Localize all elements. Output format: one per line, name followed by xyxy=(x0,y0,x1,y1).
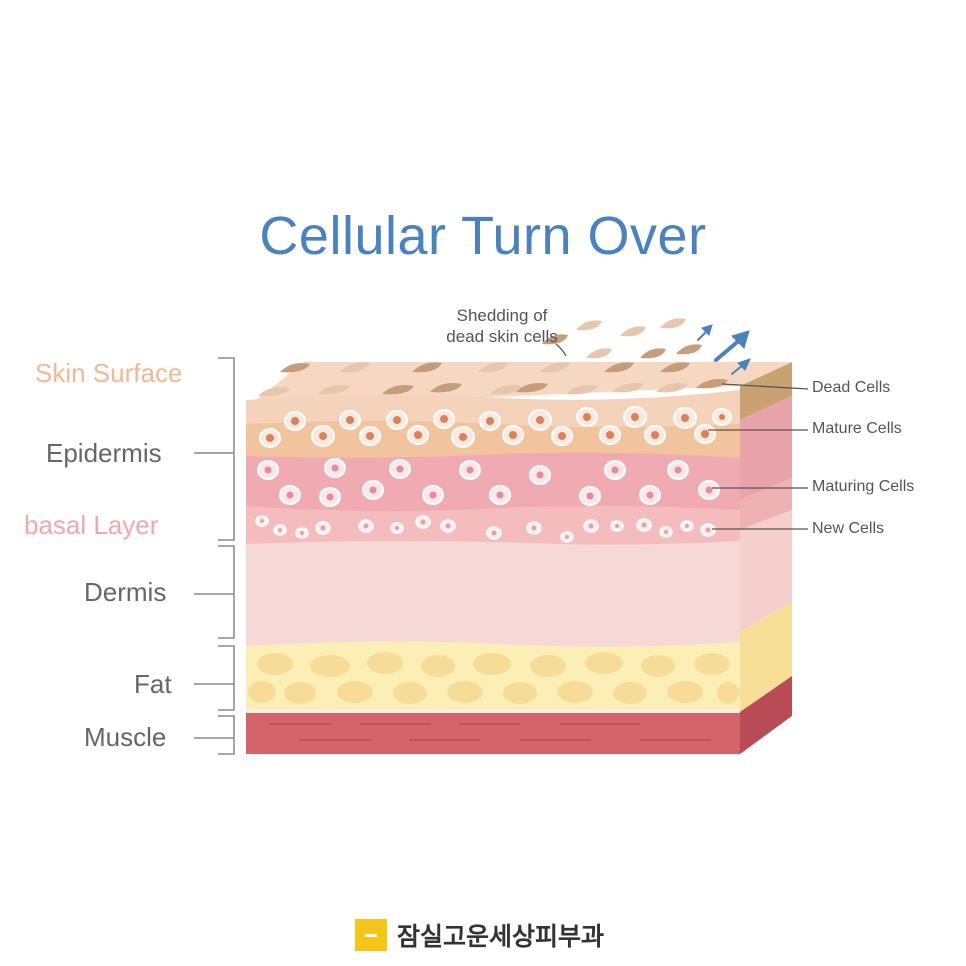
dead-cells xyxy=(258,318,728,397)
clinic-logo-icon xyxy=(355,919,387,951)
dead-cells-label: Dead Cells xyxy=(812,379,891,396)
fat-label: Fat xyxy=(134,669,172,699)
shedding-label: Shedding of dead skin cells xyxy=(432,305,572,347)
side-face xyxy=(740,362,792,754)
muscle-bracket xyxy=(218,715,235,755)
dermis-label: Dermis xyxy=(84,577,167,607)
mature-cells xyxy=(259,406,732,448)
dermis-bracket xyxy=(218,545,235,639)
epidermis-label: Epidermis xyxy=(46,438,162,468)
clinic-footer: 잠실고운세상피부과 xyxy=(355,917,604,953)
diagram-title: Cellular Turn Over xyxy=(259,206,707,266)
new-cells xyxy=(255,515,716,543)
dermis-layer xyxy=(246,541,740,649)
skin-surface-label: Skin Surface xyxy=(35,358,183,388)
basal-layer-label: basal Layer xyxy=(24,510,159,540)
maturing-cells-label: Maturing Cells xyxy=(812,478,915,495)
mature-cells-label: Mature Cells xyxy=(812,420,902,437)
muscle-layer xyxy=(246,712,740,754)
fat-bracket xyxy=(218,645,235,711)
dead-cell-layer xyxy=(246,390,740,428)
clinic-name: 잠실고운세상피부과 xyxy=(397,922,605,951)
epidermis-bracket xyxy=(218,357,235,541)
new-cell-layer xyxy=(246,505,740,547)
new-cells-label: New Cells xyxy=(812,520,885,537)
shedding-label-text: Shedding of dead skin cells xyxy=(446,306,558,346)
shedding-arrows xyxy=(697,324,751,375)
maturing-cells xyxy=(257,458,720,507)
leader-lines xyxy=(555,343,809,530)
maturing-cell-layer xyxy=(246,452,740,513)
muscle-label: Muscle xyxy=(84,722,167,752)
fat-layer xyxy=(246,641,740,712)
left-brackets xyxy=(194,357,235,755)
